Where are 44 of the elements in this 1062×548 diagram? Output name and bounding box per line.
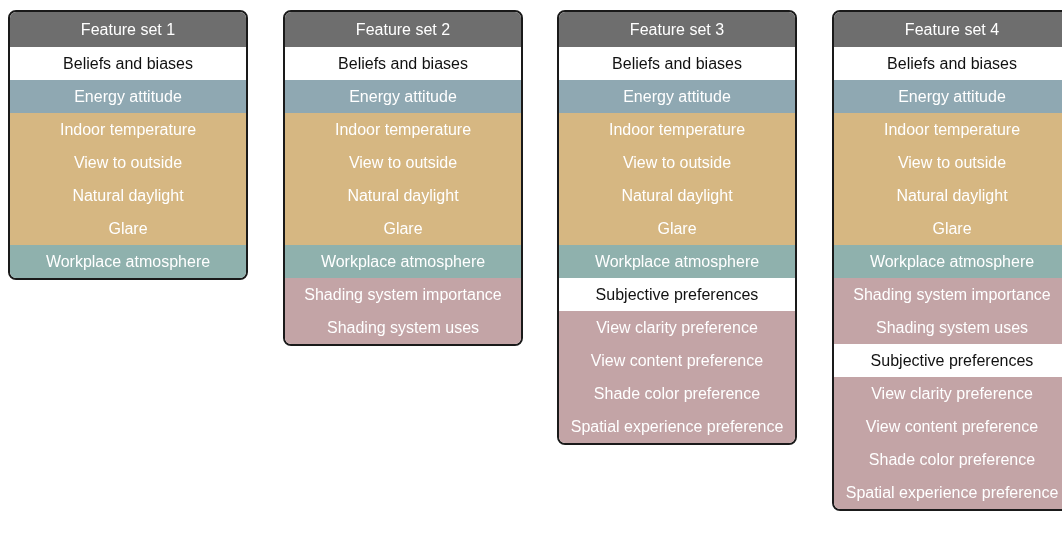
feature-row: View to outside xyxy=(10,146,246,179)
feature-row: Energy attitude xyxy=(559,80,795,113)
feature-set-card xyxy=(283,10,523,346)
feature-row: Glare xyxy=(285,212,521,245)
feature-row: Glare xyxy=(559,212,795,245)
feature-row: Shading system importance xyxy=(285,278,521,311)
feature-row: View to outside xyxy=(559,146,795,179)
feature-row: View to outside xyxy=(285,146,521,179)
feature-row: Glare xyxy=(10,212,246,245)
feature-row: Indoor temperature xyxy=(834,113,1062,146)
feature-row: Spatial experience preference xyxy=(834,476,1062,509)
feature-row: Energy attitude xyxy=(10,80,246,113)
feature-set-card xyxy=(832,10,1062,511)
feature-row: Shade color preference xyxy=(559,377,795,410)
feature-row: Shading system uses xyxy=(834,311,1062,344)
feature-row: View clarity preference xyxy=(834,377,1062,410)
card-header: Feature set 2 xyxy=(285,12,521,47)
feature-row: Natural daylight xyxy=(285,179,521,212)
feature-row: Workplace atmosphere xyxy=(10,245,246,278)
feature-row: Natural daylight xyxy=(834,179,1062,212)
feature-row: Shading system importance xyxy=(834,278,1062,311)
feature-row: View clarity preference xyxy=(559,311,795,344)
feature-row: Indoor temperature xyxy=(559,113,795,146)
feature-row: Indoor temperature xyxy=(10,113,246,146)
feature-row: Workplace atmosphere xyxy=(285,245,521,278)
feature-row: Shade color preference xyxy=(834,443,1062,476)
feature-row: Natural daylight xyxy=(559,179,795,212)
feature-set-card xyxy=(8,10,248,280)
feature-row: Indoor temperature xyxy=(285,113,521,146)
card-header: Feature set 4 xyxy=(834,12,1062,47)
card-header: Feature set 1 xyxy=(10,12,246,47)
feature-row: Energy attitude xyxy=(285,80,521,113)
feature-row: Glare xyxy=(834,212,1062,245)
feature-row: Natural daylight xyxy=(10,179,246,212)
feature-row: Spatial experience preference xyxy=(559,410,795,443)
feature-row: View to outside xyxy=(834,146,1062,179)
feature-set-card xyxy=(557,10,797,445)
feature-row: Workplace atmosphere xyxy=(834,245,1062,278)
card-header: Feature set 3 xyxy=(559,12,795,47)
feature-row: View content preference xyxy=(559,344,795,377)
feature-row: Energy attitude xyxy=(834,80,1062,113)
feature-row: Workplace atmosphere xyxy=(559,245,795,278)
feature-row: Shading system uses xyxy=(285,311,521,344)
feature-row: View content preference xyxy=(834,410,1062,443)
